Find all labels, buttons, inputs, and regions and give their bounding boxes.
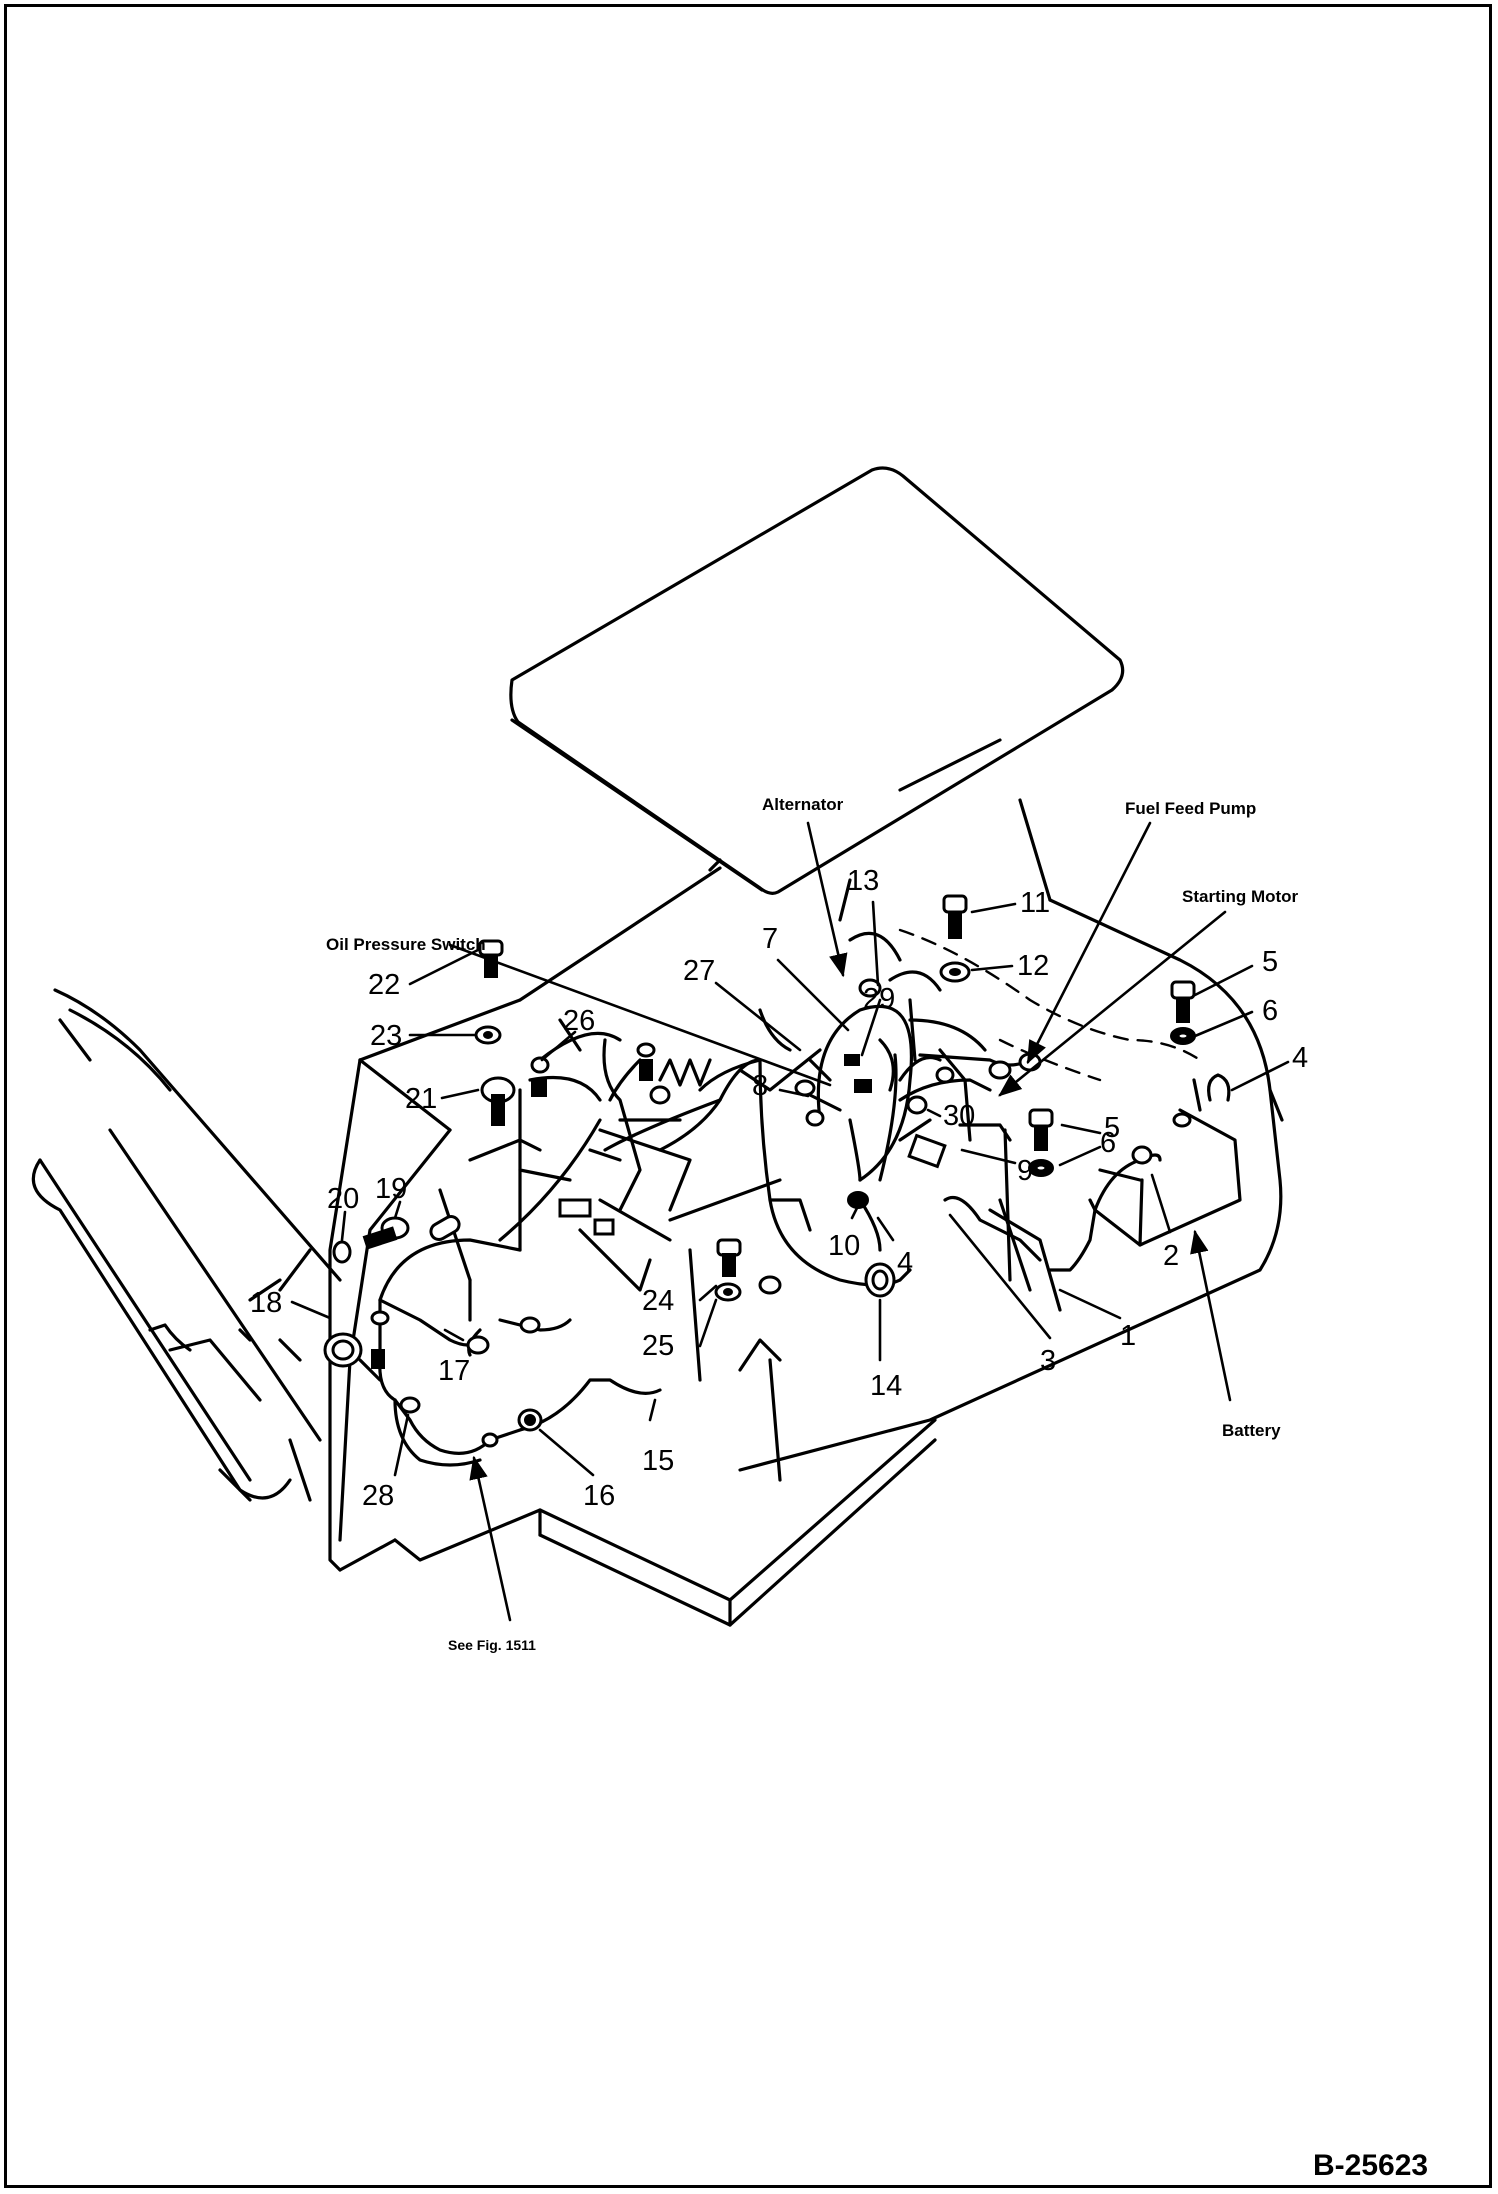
label-see-fig: See Fig. 1511 <box>448 1637 536 1653</box>
callout-numbers: 1 2 3 4 4 5 5 6 6 7 8 9 10 11 12 13 14 1… <box>250 865 1308 1512</box>
label-oil-pressure-switch: Oil Pressure Switch <box>326 935 486 954</box>
callout-4b: 4 <box>897 1247 913 1279</box>
callout-2: 2 <box>1163 1240 1179 1272</box>
callout-9: 9 <box>1017 1155 1033 1187</box>
callout-14: 14 <box>870 1370 902 1402</box>
machine-outline <box>31 466 1284 1627</box>
callout-28: 28 <box>362 1480 394 1512</box>
callout-21: 21 <box>405 1083 437 1115</box>
callout-23: 23 <box>370 1020 402 1052</box>
callout-1: 1 <box>1120 1320 1136 1352</box>
callout-6a: 6 <box>1262 995 1278 1027</box>
callout-20: 20 <box>327 1183 359 1215</box>
label-starting-motor: Starting Motor <box>1182 887 1299 906</box>
component-labels: Alternator Fuel Feed Pump Starting Motor… <box>326 795 1299 1653</box>
callout-26: 26 <box>563 1005 595 1037</box>
callout-6b: 6 <box>1100 1127 1116 1159</box>
callout-13: 13 <box>847 865 879 897</box>
parts <box>323 894 1231 1448</box>
wire-harness <box>358 1018 1162 1467</box>
callout-17: 17 <box>438 1355 470 1387</box>
callout-16: 16 <box>583 1480 615 1512</box>
callout-3: 3 <box>1040 1345 1056 1377</box>
callout-15: 15 <box>642 1445 674 1477</box>
callout-29: 29 <box>863 983 895 1015</box>
callout-5a: 5 <box>1262 946 1278 978</box>
drawing-frame <box>4 4 1492 2188</box>
callout-30: 30 <box>943 1100 975 1132</box>
callout-27: 27 <box>683 955 715 987</box>
callout-18: 18 <box>250 1287 282 1319</box>
callout-7: 7 <box>762 923 778 955</box>
leader-lines <box>290 821 1290 1622</box>
label-fuel-feed-pump: Fuel Feed Pump <box>1125 799 1256 818</box>
callout-11: 11 <box>1020 887 1050 919</box>
callout-5b: 5 <box>1104 1112 1120 1144</box>
callout-25: 25 <box>642 1330 674 1362</box>
callout-8: 8 <box>752 1070 768 1102</box>
label-alternator: Alternator <box>762 795 844 814</box>
callout-4a: 4 <box>1292 1042 1308 1074</box>
label-battery: Battery <box>1222 1421 1281 1440</box>
callout-19: 19 <box>375 1173 407 1205</box>
callout-24: 24 <box>642 1285 674 1317</box>
callout-10: 10 <box>828 1230 860 1262</box>
callout-12: 12 <box>1017 950 1049 982</box>
callout-22: 22 <box>368 969 400 1001</box>
drawing-number: B-25623 <box>1313 2149 1428 2182</box>
